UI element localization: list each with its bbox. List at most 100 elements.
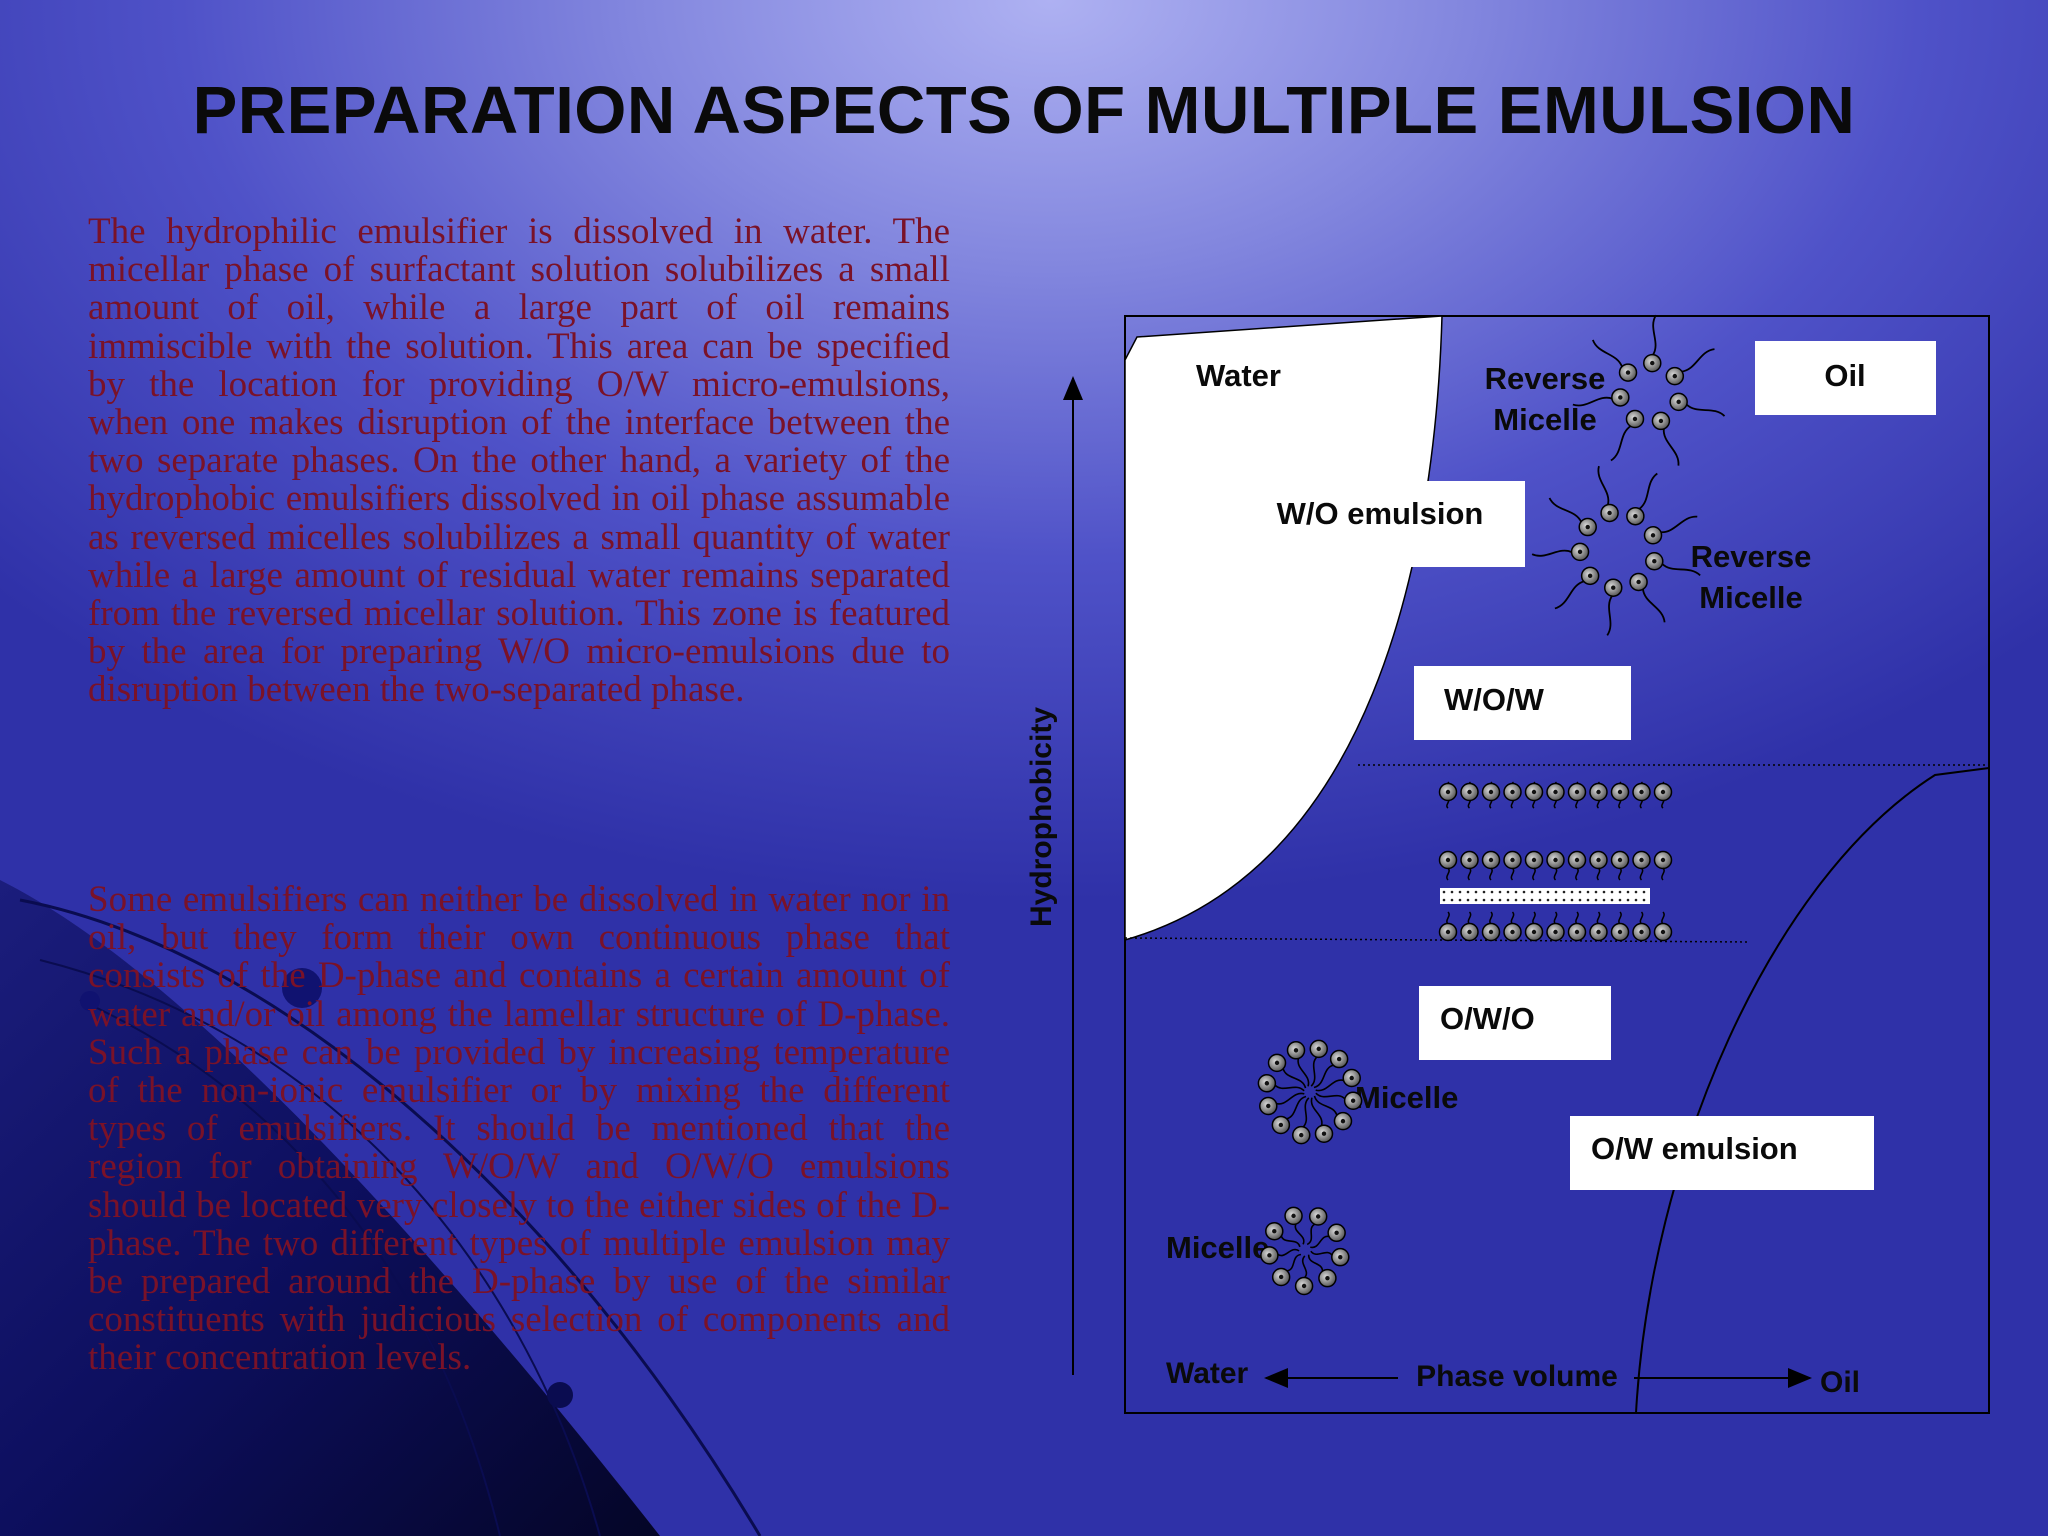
wo-emulsion-label: W/O emulsion — [1277, 496, 1484, 531]
surfactant-tail — [1597, 465, 1610, 506]
surfactant-head-core — [1350, 1098, 1356, 1103]
surfactant-tail — [1315, 1092, 1346, 1100]
surfactant-tail — [1532, 911, 1536, 925]
swoosh-dot-3 — [547, 1382, 573, 1408]
surfactant-head-core — [1636, 579, 1641, 585]
surfactant-tail — [1606, 595, 1614, 636]
surfactant-tail — [1313, 1095, 1338, 1117]
surfactant-tail — [1285, 1095, 1307, 1120]
surfactant-head-core — [1267, 1253, 1272, 1258]
surfactant-head-core — [1672, 373, 1678, 379]
surfactant-tail — [1310, 1056, 1318, 1087]
surfactant-tail — [1274, 1084, 1305, 1092]
reverse-micelle-1-label-line2: Micelle — [1493, 402, 1596, 437]
surfactant-tail — [1313, 1064, 1335, 1089]
body-paragraph-2: Some emulsifiers can neither be dissolve… — [88, 879, 950, 1379]
surfactant-head-core — [1445, 929, 1451, 935]
surfactant-head-core — [1574, 929, 1580, 935]
surfactant-tail — [1489, 867, 1493, 881]
surfactant-head-core — [1650, 533, 1656, 538]
surfactant-tail — [1661, 911, 1665, 925]
reverse-micelle-2-icon — [1531, 465, 1701, 636]
surfactant-head-core — [1264, 1081, 1270, 1086]
surfactant-tail — [1532, 867, 1536, 881]
surfactant-head-core — [1278, 1274, 1284, 1280]
surfactant-tail — [1310, 1235, 1330, 1249]
ow-emulsion-box — [1570, 1116, 1874, 1190]
micelle-1-icon — [1257, 1039, 1363, 1145]
surfactant-head-core — [1531, 929, 1537, 935]
surfactant-tail — [1286, 1253, 1302, 1272]
surfactant-head-core — [1553, 857, 1558, 863]
surfactant-head-core — [1553, 789, 1558, 795]
slide-title: PREPARATION ASPECTS OF MULTIPLE EMULSION — [192, 73, 1856, 148]
swoosh-arc-1 — [19, 898, 762, 1536]
surfactant-head-core — [1587, 573, 1593, 579]
surfactant-tail — [1315, 1079, 1345, 1092]
surfactant-head-core — [1585, 524, 1590, 530]
ow-boundary-curve — [1635, 767, 1990, 1414]
ow-emulsion-label: O/W emulsion — [1591, 1131, 1798, 1166]
surfactant-head-core — [1488, 929, 1494, 935]
surfactant-head-core — [1274, 1060, 1280, 1066]
surfactant-tail — [1489, 911, 1493, 925]
surfactant-tail — [1618, 911, 1622, 925]
surfactant-head-core — [1278, 1122, 1284, 1128]
surfactant-head-core — [1272, 1229, 1277, 1234]
surfactant-head-core — [1660, 857, 1666, 863]
surfactant-head-core — [1632, 416, 1638, 422]
surfactant-head-core — [1611, 585, 1616, 590]
surfactant-tail — [1307, 1254, 1324, 1272]
surfactant-head-core — [1618, 395, 1623, 400]
owo-label: O/W/O — [1440, 1001, 1535, 1036]
swoosh-arc-3 — [79, 999, 501, 1536]
body-paragraph-1: The hydrophilic emulsifier is dissolved … — [88, 211, 950, 711]
water-region — [1124, 315, 1443, 941]
surfactant-head-core — [1510, 857, 1515, 863]
surfactant-head-core — [1574, 857, 1580, 863]
surfactant-head-core — [1531, 857, 1537, 863]
surfactant-tail — [1642, 588, 1666, 623]
surfactant-head-core — [1340, 1118, 1346, 1124]
swoosh-shape — [0, 880, 660, 1536]
surfactant-tail — [1548, 497, 1583, 523]
surfactant-tail — [1575, 911, 1579, 925]
surfactant-head-core — [1336, 1056, 1342, 1062]
surfactant-head-core — [1531, 789, 1537, 795]
water-label: Water — [1196, 358, 1281, 393]
surfactant-head-core — [1676, 399, 1681, 405]
surfactant-tail — [1639, 867, 1644, 881]
surfactant-head-core — [1639, 789, 1644, 795]
x-left-label: Water — [1166, 1357, 1249, 1390]
surfactant-head-core — [1625, 370, 1631, 375]
d-phase-lower-boundary — [1124, 937, 1751, 943]
x-axis-label: Phase volume — [1416, 1360, 1618, 1393]
surfactant-head-core — [1334, 1230, 1339, 1235]
surfactant-tail — [1280, 1235, 1301, 1248]
micelle-2-label: Micelle — [1166, 1230, 1269, 1265]
d-phase-lamellar-icon — [1438, 781, 1673, 942]
surfactant-tail — [1592, 339, 1624, 368]
surfactant-tail — [1638, 472, 1658, 510]
surfactant-tail — [1294, 1223, 1305, 1245]
surfactant-head-core — [1596, 857, 1601, 863]
surfactant-head-core — [1467, 929, 1472, 935]
surfactant-head-core — [1574, 789, 1580, 795]
surfactant-tail — [1510, 911, 1515, 925]
surfactant-head-core — [1633, 513, 1638, 519]
wow-box — [1414, 666, 1631, 740]
surfactant-tail — [1302, 1097, 1310, 1128]
surfactant-tail — [1553, 867, 1558, 881]
surfactant-tail — [1575, 867, 1579, 881]
surfactant-tail — [1639, 911, 1644, 925]
surfactant-head-core — [1315, 1214, 1321, 1219]
surfactant-tail — [1661, 562, 1701, 577]
surfactant-tail — [1275, 1092, 1305, 1105]
surfactant-head-core — [1291, 1213, 1296, 1219]
surfactant-head-core — [1445, 857, 1451, 863]
surfactant-head-core — [1577, 549, 1583, 555]
surfactant-tail — [1467, 911, 1472, 925]
surfactant-head-core — [1617, 857, 1623, 863]
swoosh-arc-2 — [39, 959, 601, 1536]
surfactant-tail — [1681, 348, 1715, 373]
